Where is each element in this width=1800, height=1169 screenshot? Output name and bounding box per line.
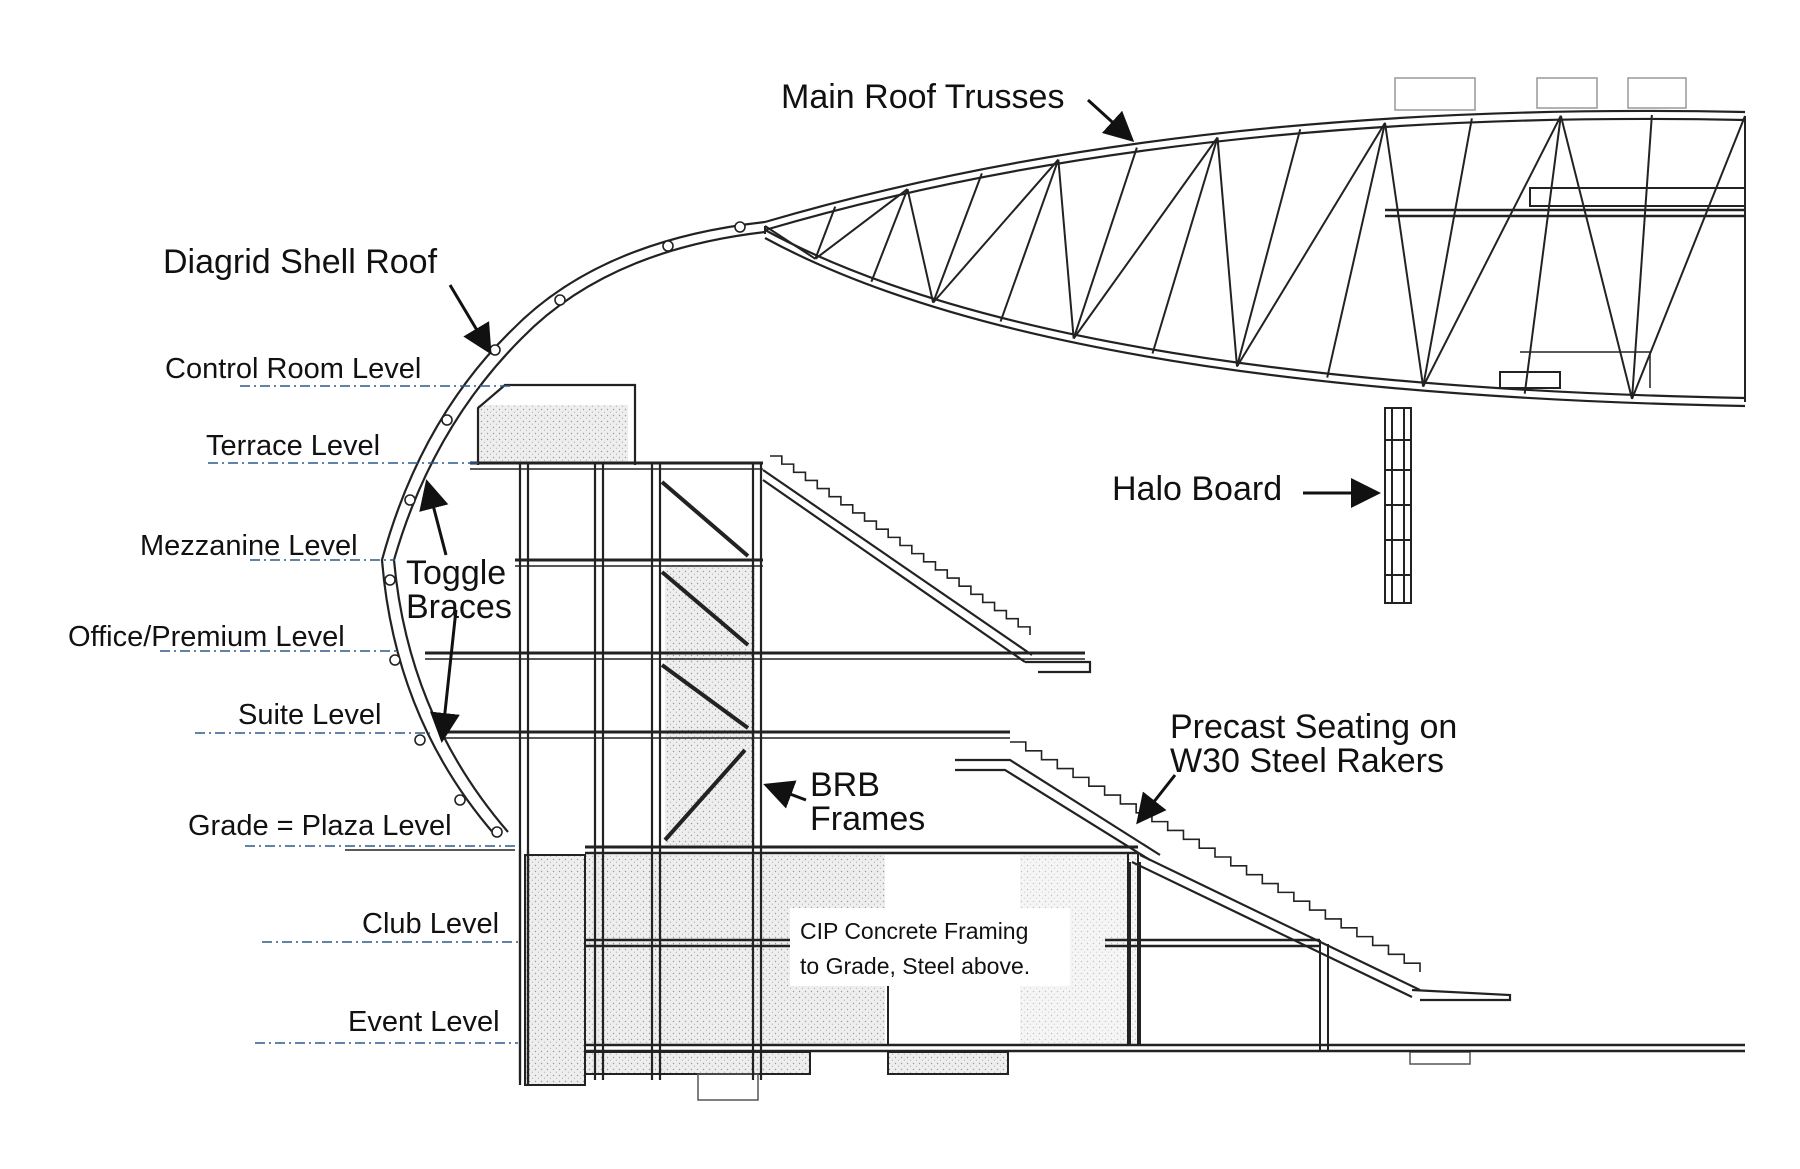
diagrid-shell-roof bbox=[380, 220, 766, 838]
truss-diagonal bbox=[1072, 136, 1219, 340]
truss-vertical bbox=[1151, 137, 1219, 354]
truss-vertical bbox=[870, 188, 909, 283]
truss-diagonal bbox=[1631, 115, 1746, 400]
truss-diagonal bbox=[764, 225, 816, 260]
level-label-mezzanine: Mezzanine Level bbox=[140, 530, 358, 562]
shell-node bbox=[554, 294, 566, 306]
shell-node bbox=[491, 826, 503, 838]
label-halo-board: Halo Board bbox=[1112, 470, 1283, 508]
level-label-office-premium: Office/Premium Level bbox=[68, 621, 345, 653]
callout-arrows bbox=[419, 98, 1381, 825]
level-label-grade-plaza: Grade = Plaza Level bbox=[188, 810, 452, 842]
level-label-suite: Suite Level bbox=[238, 699, 382, 731]
truss-diagonal bbox=[932, 158, 1060, 304]
truss-diagonal bbox=[1384, 122, 1425, 387]
main-roof-truss bbox=[764, 109, 1746, 408]
truss-vertical bbox=[1422, 118, 1473, 387]
label-cip-note-line2: to Grade, Steel above. bbox=[800, 953, 1031, 979]
shell-node bbox=[454, 794, 466, 806]
truss-vertical bbox=[1072, 147, 1138, 339]
brb-brace bbox=[660, 570, 750, 647]
shell-node bbox=[414, 734, 426, 746]
level-datum-lines bbox=[160, 385, 518, 1044]
truss-diagonal bbox=[1057, 159, 1075, 339]
shell-node bbox=[489, 344, 501, 356]
shell-node bbox=[734, 221, 746, 233]
level-label-terrace: Terrace Level bbox=[206, 430, 381, 462]
shell-node bbox=[441, 414, 453, 426]
label-precast-seating-line1: Precast Seating on bbox=[1170, 708, 1458, 746]
level-label-event: Event Level bbox=[348, 1006, 500, 1038]
truss-vertical bbox=[814, 206, 837, 260]
shell-node bbox=[384, 574, 396, 586]
upper-seating-raker bbox=[762, 455, 1092, 674]
truss-diagonal bbox=[1559, 115, 1633, 400]
label-brb-frames-line1: BRB bbox=[810, 766, 880, 804]
truss-vertical bbox=[1523, 115, 1562, 394]
truss-diagonal bbox=[906, 188, 935, 303]
truss-vertical bbox=[1236, 129, 1302, 367]
truss-diagonal bbox=[1422, 115, 1562, 388]
truss-diagonal bbox=[814, 188, 909, 260]
truss-vertical bbox=[999, 159, 1060, 322]
label-diagrid-shell-roof: Diagrid Shell Roof bbox=[163, 243, 438, 281]
shell-node bbox=[389, 654, 401, 666]
brb-brace bbox=[660, 663, 750, 730]
label-toggle-braces-line1: Toggle bbox=[406, 554, 507, 592]
label-cip-note-line1: CIP Concrete Framing bbox=[800, 918, 1029, 944]
label-toggle-braces-line2: Braces bbox=[406, 588, 512, 626]
truss-vertical bbox=[1326, 122, 1386, 378]
lower-slabs bbox=[345, 845, 1745, 1053]
brb-brace bbox=[663, 748, 747, 842]
truss-diagonal bbox=[1216, 137, 1239, 367]
cip-note-backdrop bbox=[790, 908, 1070, 986]
level-label-control-room: Control Room Level bbox=[165, 353, 422, 385]
truss-diagonal bbox=[1236, 122, 1386, 368]
halo-board-structure bbox=[1384, 407, 1412, 604]
label-brb-frames-line2: Frames bbox=[810, 800, 926, 838]
truss-vertical bbox=[932, 173, 983, 303]
shell-node bbox=[662, 240, 674, 252]
shell-node bbox=[404, 494, 416, 506]
steel-tower-frame bbox=[425, 383, 1138, 1085]
label-main-roof-trusses: Main Roof Trusses bbox=[781, 78, 1065, 116]
level-label-club: Club Level bbox=[362, 908, 500, 940]
label-precast-seating-line2: W30 Steel Rakers bbox=[1170, 742, 1444, 780]
brb-brace bbox=[660, 480, 750, 558]
lower-seating-raker bbox=[955, 741, 1512, 1052]
roof-equipment bbox=[1394, 77, 1687, 111]
